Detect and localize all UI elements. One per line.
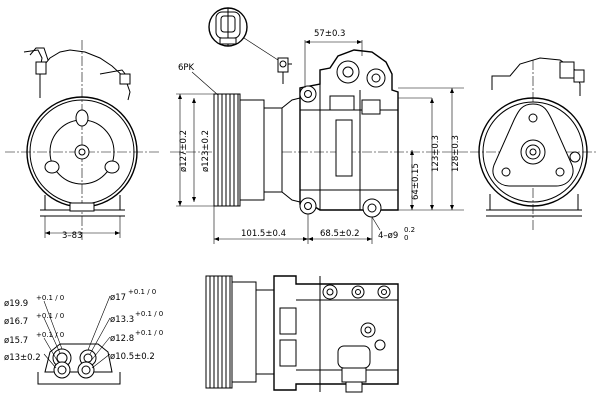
detail-left-1-tol: +0.1 / 0: [36, 312, 64, 320]
dim-3-83: 3–83: [62, 231, 82, 241]
detail-right-2: ø12.8: [110, 334, 134, 344]
dim-d127: ø127±0.2: [179, 130, 189, 172]
callout-6pk: 6PK: [178, 63, 195, 73]
detail-left-0-tol: +0.1 / 0: [36, 294, 64, 302]
dim-holes-tol-up: 0.2: [404, 226, 415, 234]
center-view-side: 6PK ø127±0.2 ø123±0.2 57±0.3 64±0.15 123…: [170, 7, 470, 244]
dim-holes: 4–ø9: [378, 231, 398, 241]
bottom-view-plan: [205, 275, 399, 393]
dim-68: 68.5±0.2: [320, 229, 360, 239]
detail-left-2: ø15.7: [4, 336, 28, 346]
detail-left-1: ø16.7: [4, 317, 28, 327]
detail-right-3: ø10.5±0.2: [110, 352, 155, 362]
detail-right-0: ø17: [110, 293, 126, 303]
dim-57: 57±0.3: [314, 29, 345, 39]
connector-inset: [208, 7, 279, 61]
dim-64: 64±0.15: [411, 163, 421, 200]
detail-left-0: ø19.9: [4, 299, 28, 309]
detail-right-1: ø13.3: [110, 315, 134, 325]
dim-101: 101.5±0.4: [241, 229, 286, 239]
detail-left-3: ø13±0.2: [4, 353, 41, 363]
dim-d123: ø123±0.2: [201, 130, 211, 172]
right-view-rear: [470, 57, 598, 230]
detail-left-2-tol: +0.1 / 0: [36, 331, 64, 339]
left-view-clutch: 3–83: [5, 40, 160, 241]
detail-right-0-tol: +0.1 / 0: [128, 288, 156, 296]
dim-123: 123±0.3: [431, 135, 441, 172]
dim-holes-tol-lo: 0: [404, 234, 408, 242]
detail-right-1-tol: +0.1 / 0: [135, 310, 163, 318]
detail-right-2-tol: +0.1 / 0: [135, 329, 163, 337]
dim-128: 128±0.3: [451, 135, 461, 172]
port-detail: ø19.9 +0.1 / 0 ø16.7 +0.1 / 0 ø15.7 +0.1…: [4, 288, 163, 385]
